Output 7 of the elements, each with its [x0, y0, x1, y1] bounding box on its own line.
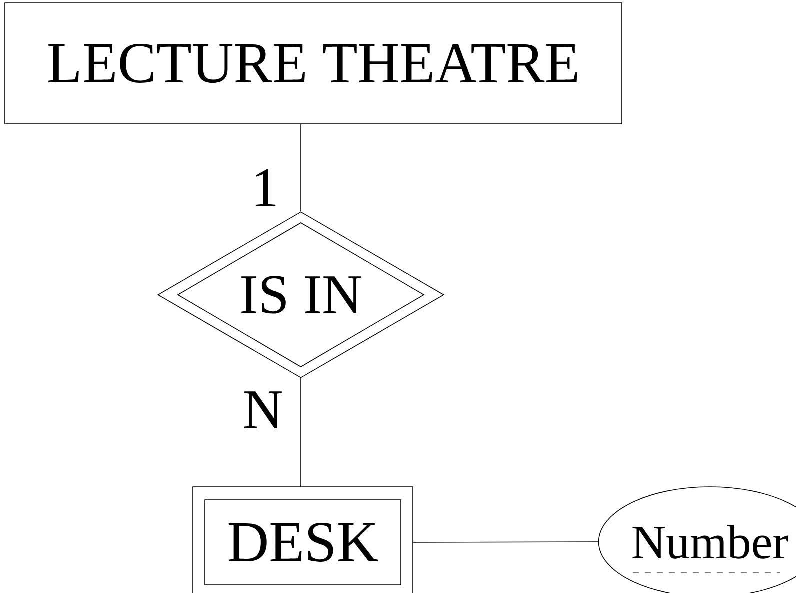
connector-line — [300, 378, 302, 487]
entity-box: DESK — [192, 486, 414, 593]
cardinality-label: N — [242, 390, 284, 430]
cardinality-label: 1 — [250, 168, 280, 208]
connector-line — [413, 542, 599, 543]
connector-line — [300, 124, 302, 212]
entity-box: LECTURE THEATRE — [4, 2, 622, 124]
